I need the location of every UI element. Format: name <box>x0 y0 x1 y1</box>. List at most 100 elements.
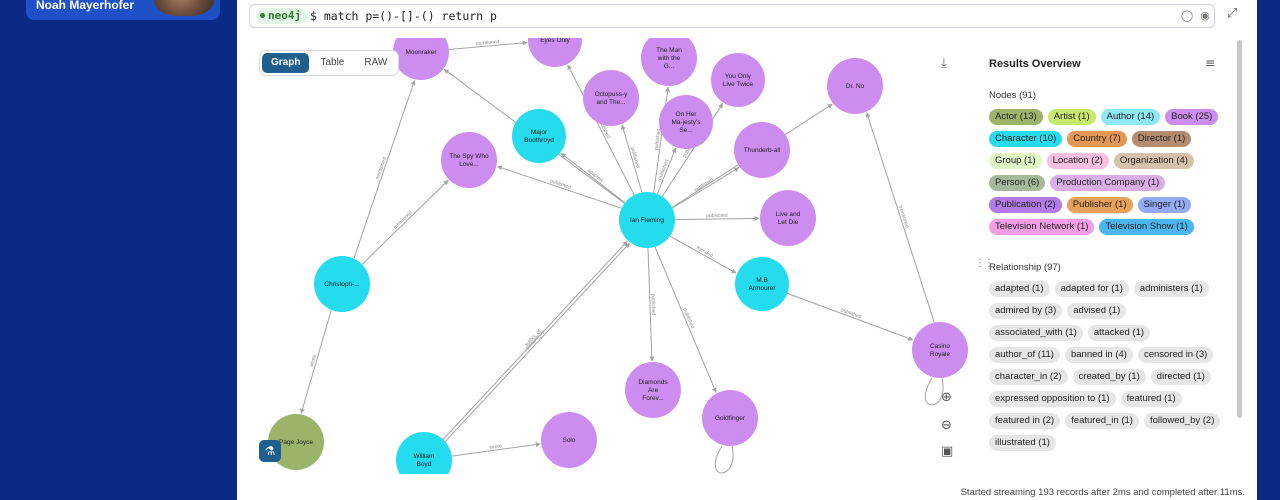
graph-node-character[interactable] <box>314 256 370 312</box>
graph-edge[interactable] <box>656 147 677 195</box>
relationship-type-chip[interactable]: featured_in (1) <box>1065 413 1139 429</box>
graph-edge[interactable] <box>560 152 626 204</box>
node-label-chip[interactable]: Character (10) <box>989 131 1063 147</box>
flask-icon[interactable]: ⚗ <box>259 440 281 462</box>
relationship-type-chip[interactable]: expressed opposition to (1) <box>989 391 1116 407</box>
graph-node-book[interactable] <box>528 38 582 67</box>
collapse-icon[interactable]: ⤢ <box>1227 6 1238 21</box>
node-label-chip[interactable]: Book (25) <box>1165 109 1219 125</box>
graph-edge[interactable] <box>442 240 628 440</box>
drag-handle-icon[interactable]: ⋮⋮ <box>975 258 994 269</box>
graph-node-book[interactable] <box>702 390 758 446</box>
graph-node-character[interactable] <box>619 192 675 248</box>
panel-scrollbar[interactable] <box>1237 40 1242 418</box>
node-label-chip[interactable]: Production Company (1) <box>1050 175 1166 191</box>
relationship-type-chip[interactable]: featured (1) <box>1120 391 1182 407</box>
graph-edge[interactable] <box>865 112 935 323</box>
node-label-chip[interactable]: Singer (1) <box>1137 197 1192 213</box>
relationship-type-chip[interactable]: created_by (1) <box>1072 369 1146 385</box>
panel-menu-icon[interactable]: ≡ <box>1205 56 1216 70</box>
graph-edge[interactable] <box>647 247 655 362</box>
relationship-type-chip[interactable]: illustrated (1) <box>989 435 1056 451</box>
node-label-list: Actor (13)Artist (1)Author (14)Book (25)… <box>989 109 1225 235</box>
node-label-chip[interactable]: Artist (1) <box>1047 109 1096 125</box>
relationship-type-chip[interactable]: followed_by (2) <box>1143 413 1221 429</box>
relationship-type-chip[interactable]: directed (1) <box>1150 369 1211 385</box>
graph-node-character[interactable] <box>512 109 566 163</box>
node-label-chip[interactable]: Television Show (1) <box>1099 219 1194 235</box>
graph-node-book[interactable] <box>625 362 681 418</box>
download-icon[interactable]: ⤓ <box>941 56 947 71</box>
relationship-type-chip[interactable]: banned in (4) <box>1064 347 1133 363</box>
node-label-chip[interactable]: Location (2) <box>1046 153 1109 169</box>
graph-node-book[interactable] <box>583 70 639 126</box>
node-label-chip[interactable]: Author (14) <box>1100 109 1161 125</box>
relationship-type-chip[interactable]: featured in (2) <box>989 413 1061 429</box>
tab-raw[interactable]: RAW <box>364 57 388 68</box>
relationship-type-chip[interactable]: censored in (3) <box>1137 347 1214 363</box>
relationship-type-chip[interactable]: administers (1) <box>1133 281 1209 297</box>
graph-canvas[interactable]: wrotepublishedpublishedpublishedpublishe… <box>249 38 975 474</box>
relationship-type-chip[interactable]: advised (1) <box>1067 303 1127 319</box>
tab-graph[interactable]: Graph <box>262 53 310 73</box>
graph-edge[interactable] <box>787 292 914 341</box>
graph-node-book[interactable] <box>541 412 597 468</box>
relationship-type-chip[interactable]: character_in (2) <box>989 369 1068 385</box>
node-label-chip[interactable]: Group (1) <box>989 153 1042 169</box>
graph-edge[interactable] <box>620 124 643 193</box>
graph-node-book[interactable] <box>827 58 883 114</box>
zoom-out-icon[interactable]: ⊖ <box>941 418 952 433</box>
node-label: Goldfinger <box>715 415 746 422</box>
zoom-in-icon[interactable]: ⊕ <box>941 390 952 405</box>
graph-edge[interactable] <box>451 442 541 457</box>
database-badge[interactable]: neo4j <box>256 8 308 24</box>
graph-edge[interactable] <box>654 246 717 393</box>
graph-node-book[interactable] <box>734 122 790 178</box>
relationship-type-chip[interactable]: adapted for (1) <box>1054 281 1129 297</box>
node-label-chip[interactable]: Television Network (1) <box>989 219 1095 235</box>
graph-node-book[interactable] <box>641 38 697 86</box>
graph-edge[interactable] <box>361 179 449 265</box>
graph-edge[interactable] <box>714 445 734 474</box>
relationship-type-chip[interactable]: author_of (11) <box>989 347 1060 363</box>
graph-edge[interactable] <box>924 377 944 406</box>
graph-edge[interactable] <box>300 309 332 414</box>
edge-label: published <box>693 177 715 193</box>
graph-node-book[interactable] <box>711 53 765 107</box>
node-label-chip[interactable]: Actor (13) <box>989 109 1043 125</box>
graph-node-book[interactable] <box>760 190 816 246</box>
graph-edge[interactable] <box>444 242 630 442</box>
graph-edge[interactable] <box>567 64 635 196</box>
relationship-type-chip[interactable]: adapted (1) <box>989 281 1050 297</box>
node-label-chip[interactable]: Publisher (1) <box>1066 197 1133 213</box>
tab-table[interactable]: Table <box>320 57 345 68</box>
relationship-type-chip[interactable]: admired by (3) <box>989 303 1063 319</box>
edge-label: published <box>549 178 571 191</box>
node-label-chip[interactable]: Publication (2) <box>989 197 1062 213</box>
graph-node-book[interactable] <box>659 95 713 149</box>
query-text[interactable]: $ match p=()-[]-() return p <box>310 9 497 23</box>
graph-node-book[interactable] <box>393 38 449 80</box>
node-label-chip[interactable]: Director (1) <box>1131 131 1192 147</box>
graph-visualization[interactable]: wrotepublishedpublishedpublishedpublishe… <box>249 38 975 474</box>
node-label-chip[interactable]: Person (6) <box>989 175 1046 191</box>
graph-node-book[interactable] <box>912 322 968 378</box>
graph-edge[interactable] <box>669 235 737 274</box>
graph-edge[interactable] <box>674 215 760 221</box>
graph-edge[interactable] <box>496 165 622 209</box>
graph-edge[interactable] <box>353 79 416 259</box>
relationship-type-chip[interactable]: associated_with (1) <box>989 325 1083 341</box>
graph-node-book[interactable] <box>441 132 497 188</box>
graph-node-character[interactable] <box>735 257 789 311</box>
graph-edge[interactable] <box>448 40 528 51</box>
query-bar[interactable]: neo4j $ match p=()-[]-() return p ◯ ◉ <box>249 4 1215 28</box>
graph-node-character[interactable] <box>396 432 452 474</box>
node-label-chip[interactable]: Organization (4) <box>1113 153 1194 169</box>
bookmark-icon[interactable]: ◯ <box>1180 9 1194 22</box>
graph-node-person[interactable] <box>268 414 324 470</box>
fit-to-screen-icon[interactable]: ▣ <box>941 444 954 459</box>
graph-edge[interactable] <box>672 167 740 209</box>
run-icon[interactable]: ◉ <box>1200 9 1210 22</box>
relationship-type-chip[interactable]: attacked (1) <box>1087 325 1151 341</box>
node-label-chip[interactable]: Country (7) <box>1067 131 1127 147</box>
